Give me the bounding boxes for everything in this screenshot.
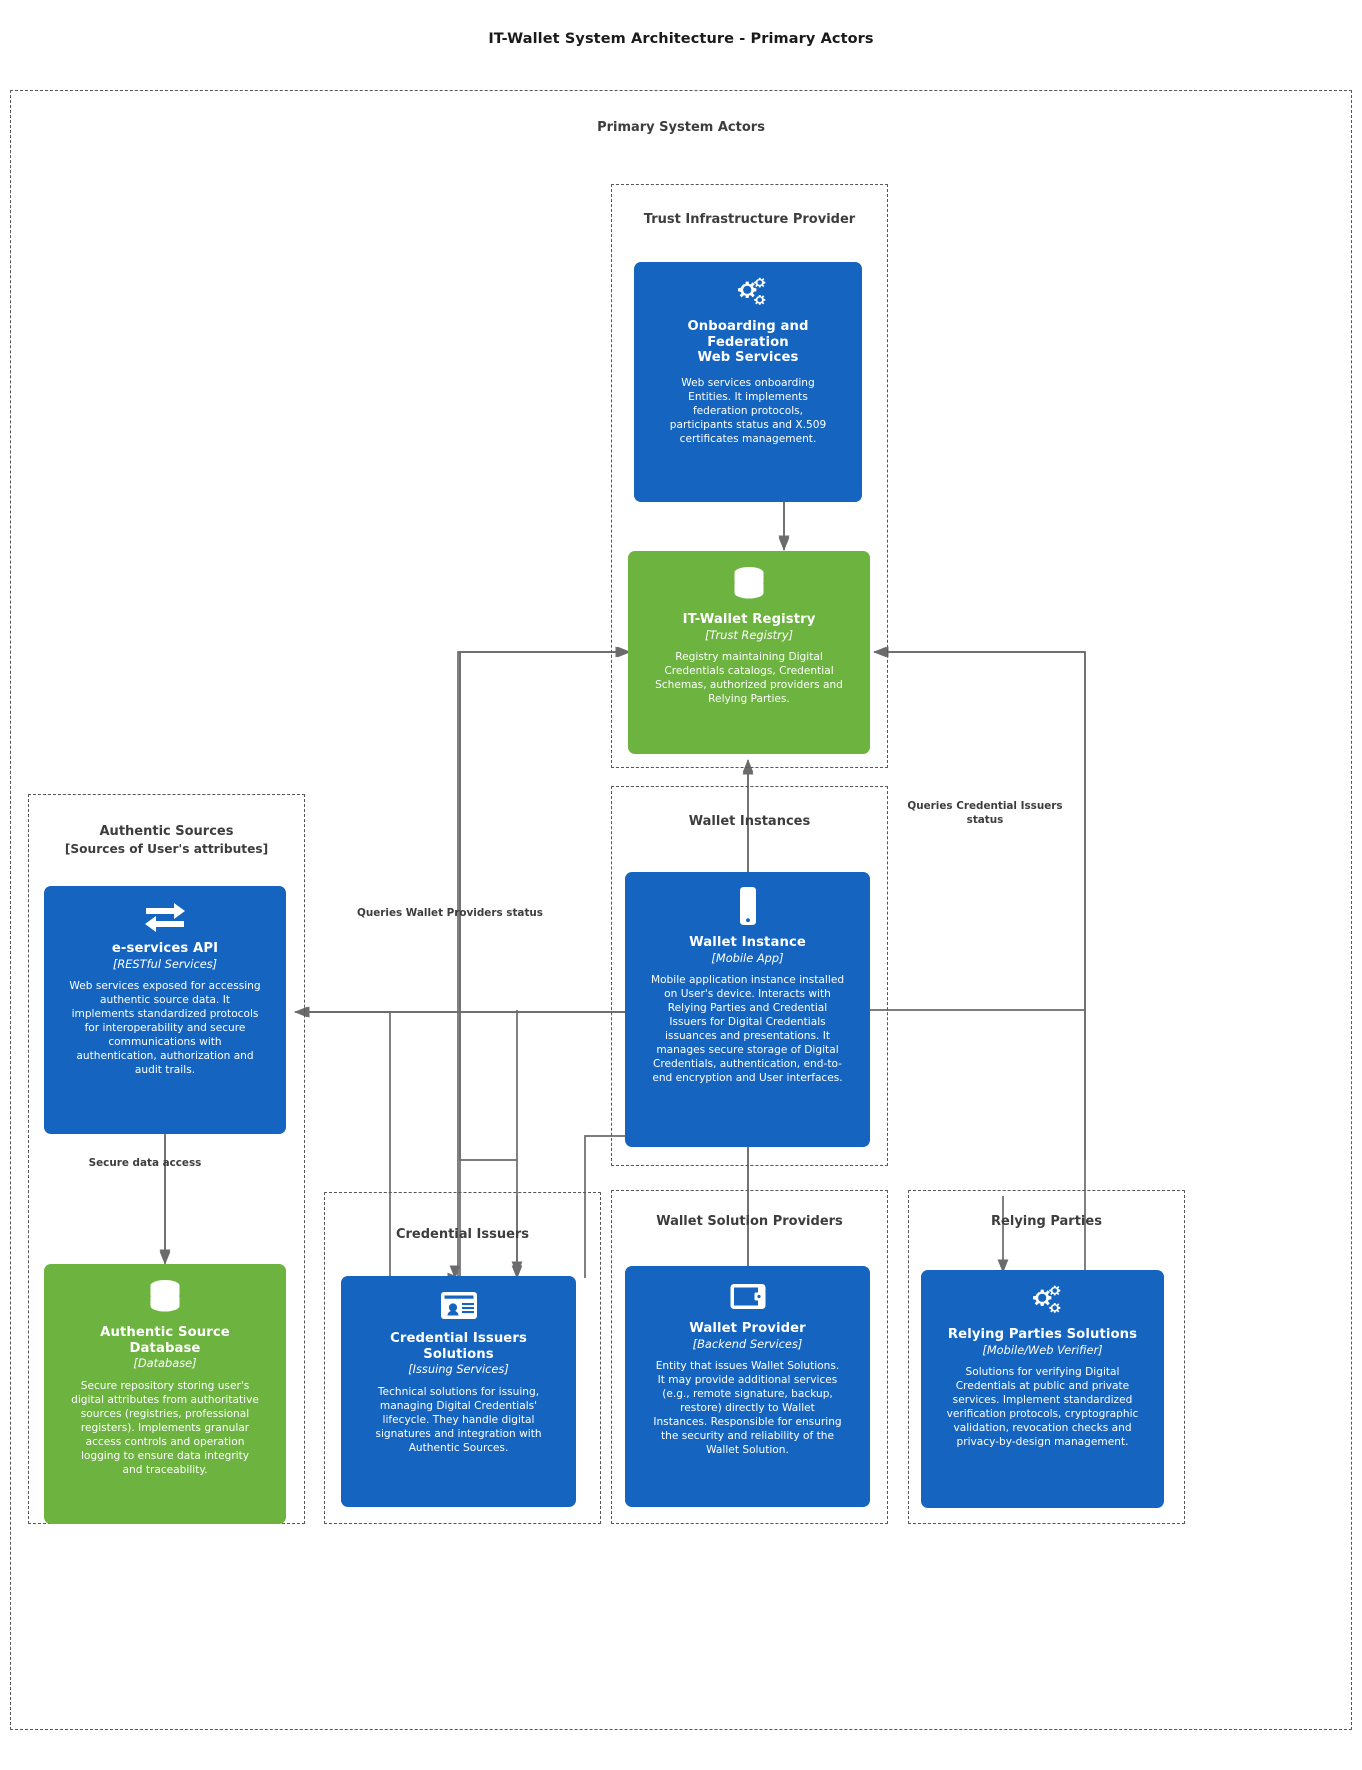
card-title: Wallet Instance — [689, 935, 806, 950]
card-wallet-instance[interactable]: Wallet Instance [Mobile App] Mobile appl… — [625, 872, 870, 1147]
card-wallet-provider[interactable]: Wallet Provider [Backend Services] Entit… — [625, 1266, 870, 1507]
card-onboarding-federation-web-services[interactable]: Onboarding and Federation Web Services W… — [634, 262, 862, 502]
card-authentic-source-database[interactable]: Authentic Source Database [Database] Sec… — [44, 1264, 286, 1524]
group-label-wallet-instances: Wallet Instances — [688, 814, 811, 829]
group-label-wallet-solution-providers: Wallet Solution Providers — [656, 1214, 843, 1229]
wallet-icon — [728, 1280, 768, 1312]
database-icon — [728, 565, 770, 603]
card-description: Registry maintaining Digital Credentials… — [655, 651, 843, 706]
card-description: Mobile application instance installed on… — [650, 974, 845, 1085]
group-label-authentic-sources: Authentic Sources [Sources of User's att… — [29, 823, 304, 857]
card-title: Authentic Source Database — [100, 1325, 230, 1356]
gears-icon — [726, 276, 770, 310]
card-subtitle: [Mobile/Web Verifier] — [982, 1342, 1103, 1357]
card-credential-issuers-solutions[interactable]: Credential Issuers Solutions [Issuing Se… — [341, 1276, 576, 1507]
card-subtitle: [Issuing Services] — [408, 1362, 509, 1377]
id-card-icon — [439, 1290, 479, 1322]
card-it-wallet-registry[interactable]: IT-Wallet Registry [Trust Registry] Regi… — [628, 551, 870, 754]
group-sublabel-authentic-sources: [Sources of User's attributes] — [64, 841, 269, 856]
group-label-relying-parties: Relying Parties — [991, 1214, 1102, 1229]
card-description: Technical solutions for issuing, managin… — [375, 1385, 542, 1454]
card-relying-parties-solutions[interactable]: Relying Parties Solutions [Mobile/Web Ve… — [921, 1270, 1164, 1508]
card-description: Entity that issues Wallet Solutions. It … — [653, 1360, 842, 1457]
card-subtitle: [Backend Services] — [692, 1336, 803, 1351]
group-label-credential-issuers: Credential Issuers — [395, 1227, 530, 1242]
card-title: Wallet Provider — [689, 1321, 806, 1336]
card-title: IT-Wallet Registry — [682, 612, 816, 627]
gears-icon — [1021, 1284, 1065, 1318]
card-title: Relying Parties Solutions — [947, 1327, 1138, 1342]
card-e-services-api[interactable]: e-services API [RESTful Services] Web se… — [44, 886, 286, 1134]
group-label-primary-system-actors: Primary System Actors — [597, 120, 765, 135]
card-subtitle: [Mobile App] — [711, 950, 784, 965]
card-subtitle: [Trust Registry] — [704, 627, 794, 642]
card-description: Secure repository storing user's digital… — [71, 1379, 259, 1476]
card-title: e-services API — [111, 941, 219, 956]
card-subtitle: [Database] — [133, 1356, 197, 1371]
card-subtitle: [RESTful Services] — [112, 956, 218, 971]
card-description: Web services onboarding Entities. It imp… — [669, 376, 827, 445]
group-label-trust-infrastructure-provider: Trust Infrastructure Provider — [643, 212, 856, 227]
exchange-arrows-icon — [142, 900, 188, 932]
database-icon — [144, 1278, 186, 1316]
card-title: Credential Issuers Solutions — [390, 1331, 527, 1362]
mobile-phone-icon — [735, 886, 761, 926]
page-title: IT-Wallet System Architecture - Primary … — [488, 31, 874, 47]
card-description: Web services exposed for accessing authe… — [69, 980, 261, 1077]
card-title: Onboarding and Federation Web Services — [687, 319, 809, 366]
card-description: Solutions for verifying Digital Credenti… — [946, 1366, 1139, 1449]
